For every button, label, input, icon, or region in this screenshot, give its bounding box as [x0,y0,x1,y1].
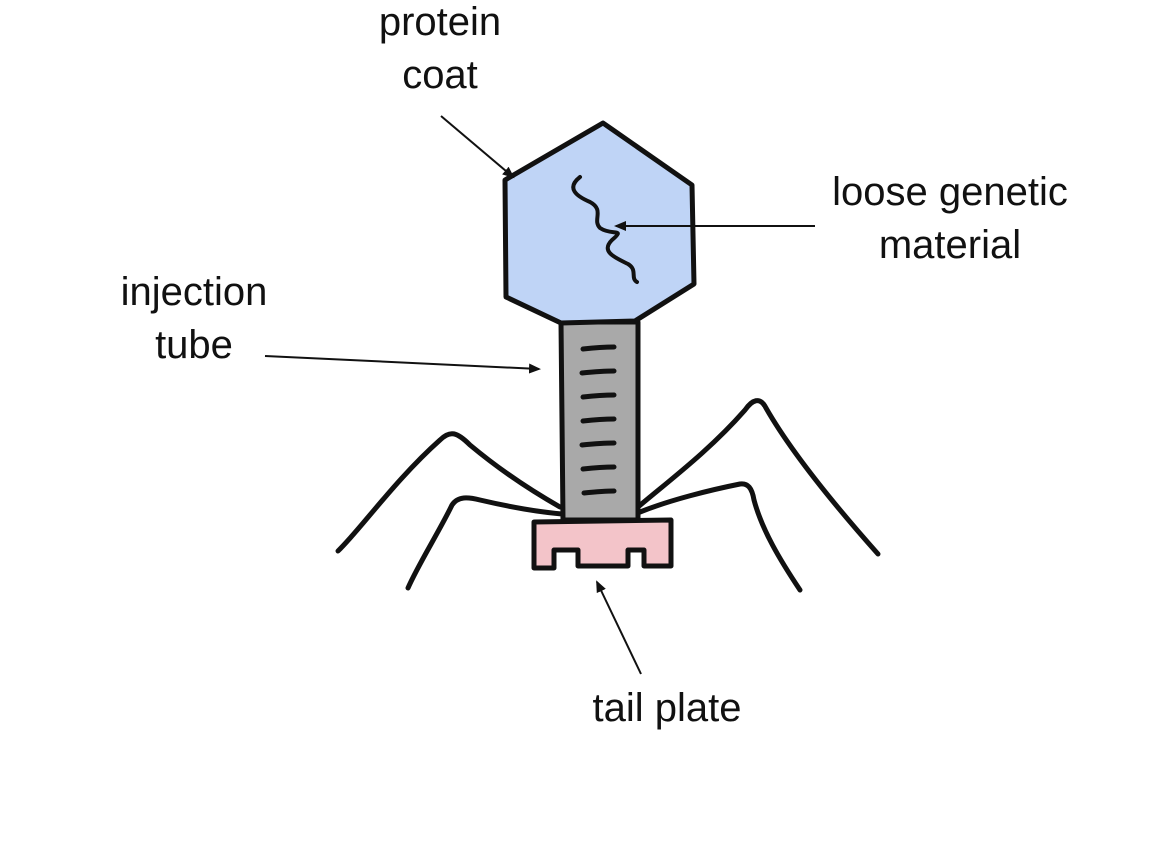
protein-coat-label: protein coat [370,0,510,102]
tail-plate [531,517,674,571]
right-inner-leg [637,481,803,593]
tail-plate-pointer [596,580,642,675]
injection-tube-pointer [264,355,541,374]
tube-stripes [579,344,617,496]
genetic-material-squiggle [571,175,639,284]
protein-coat-pointer [440,115,515,179]
protein-coat-label-line-1: protein [378,0,502,44]
genetic-material-label-line-1: loose genetic [832,170,1068,214]
injection-tube-label: injection tube [108,266,280,372]
left-inner-leg [405,495,565,591]
right-outer-leg [635,398,881,557]
genetic-material-label-line-2: material [878,223,1022,267]
tail-plate-label: tail plate [578,682,756,735]
injection-tube-label-line-2: tube [155,323,233,367]
tail-plate-label-line-1: tail plate [592,686,742,730]
left-outer-leg [335,431,563,554]
protein-coat-label-line-2: coat [402,53,478,97]
genetic-material-label: loose genetic material [815,166,1085,272]
injection-tube-label-line-1: injection [120,270,268,314]
